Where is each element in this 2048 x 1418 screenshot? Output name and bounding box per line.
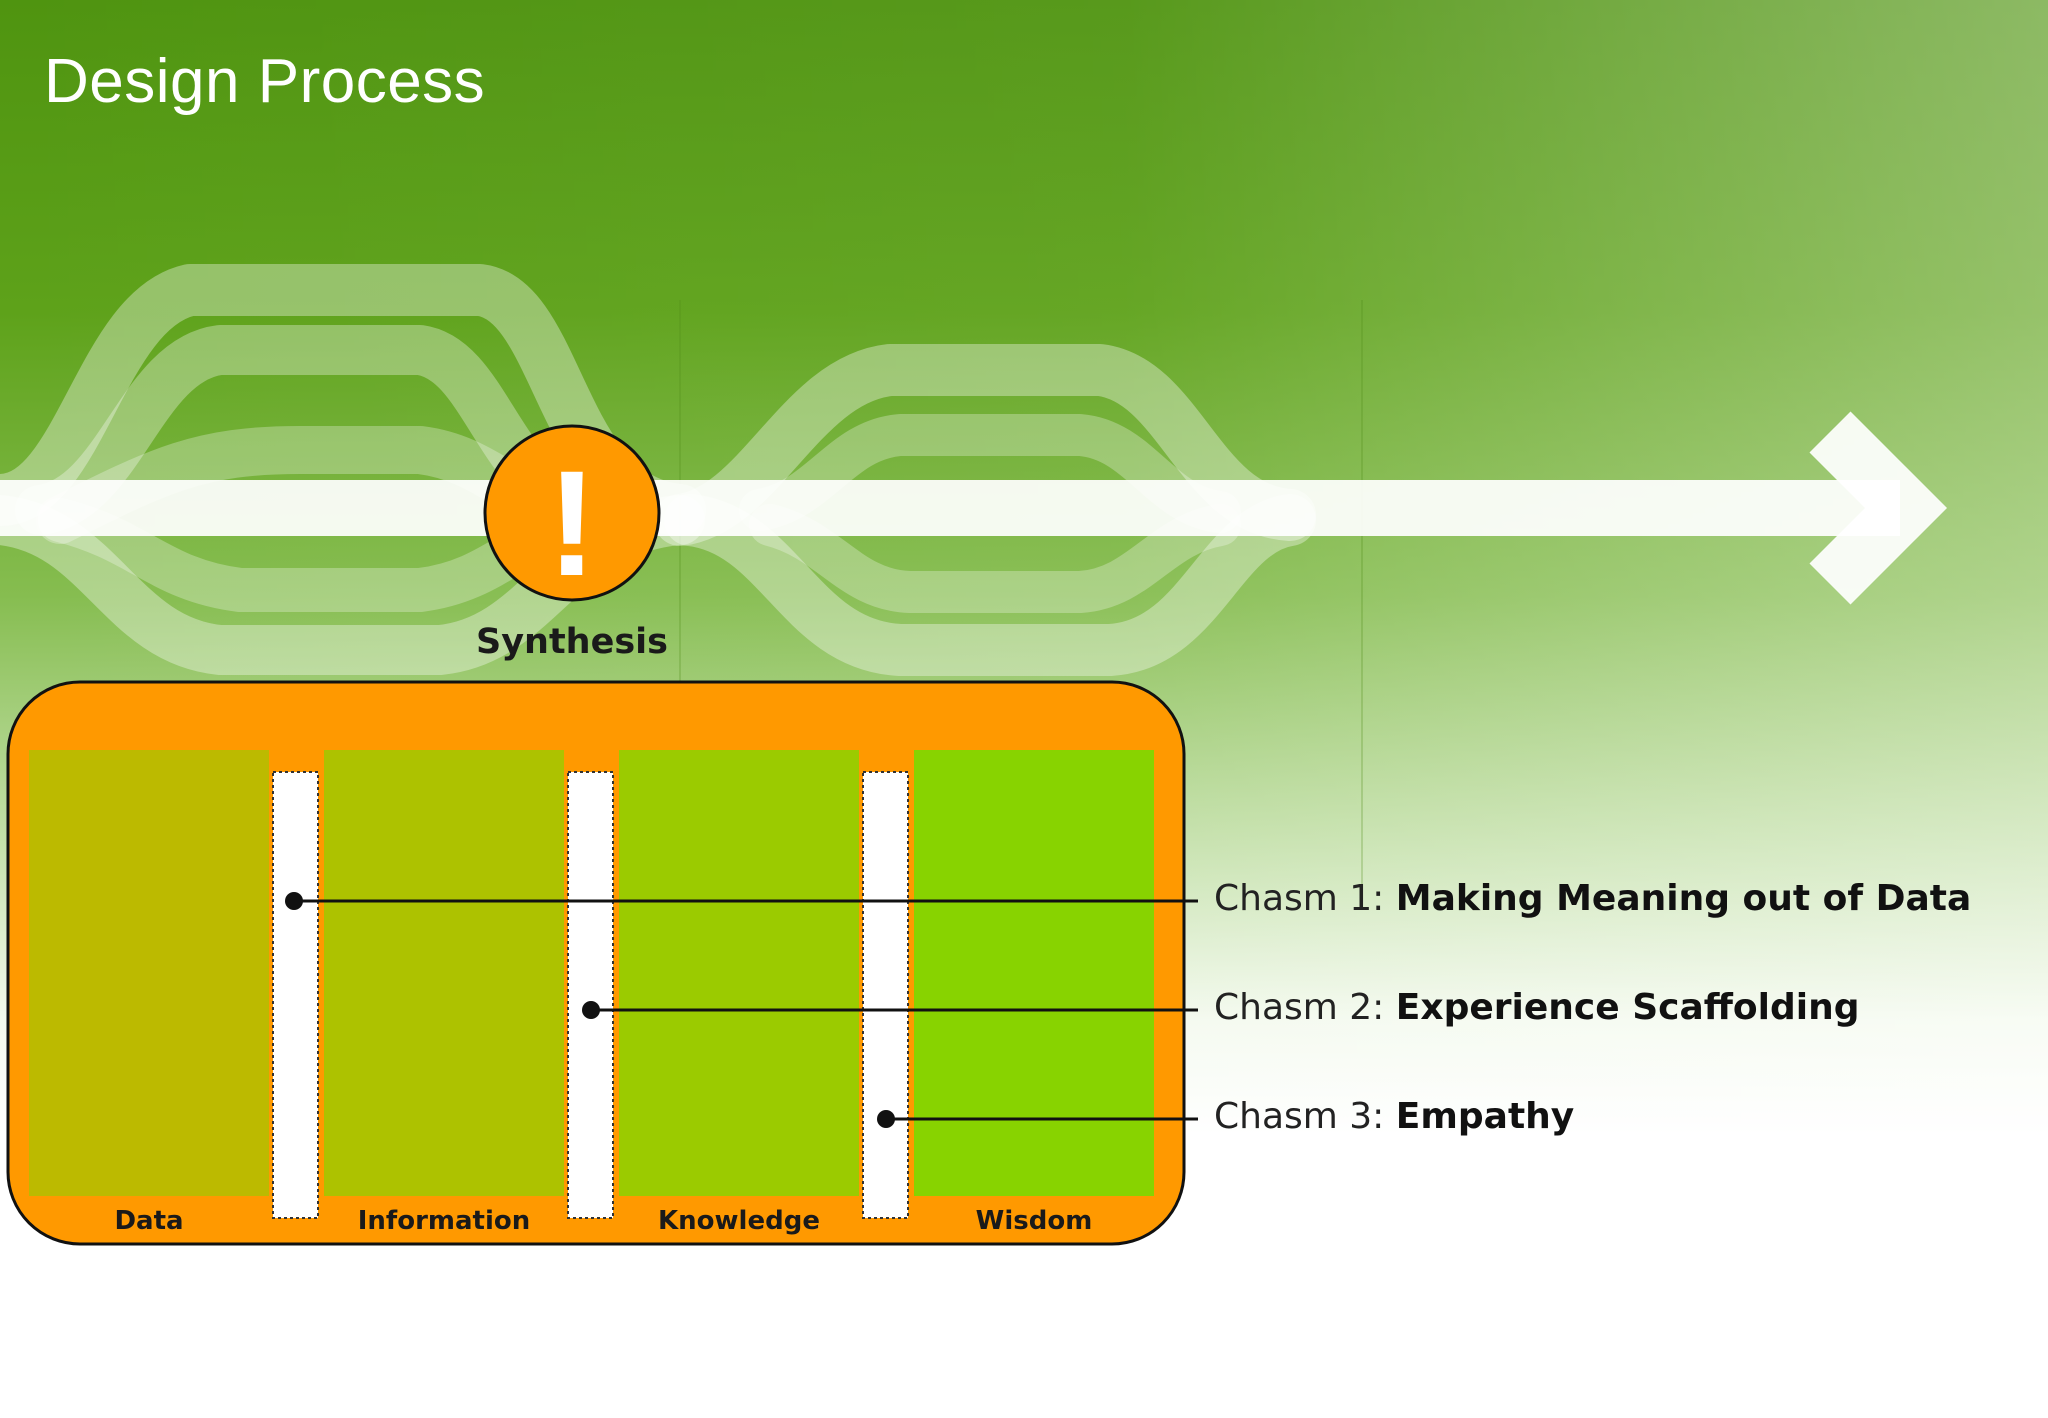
stage-label-wisdom: Wisdom [975, 1206, 1093, 1236]
chasm-1-dot [285, 892, 303, 910]
stage-label-information: Information [357, 1206, 531, 1236]
chasm-2-caption: Chasm 2: Experience Scaffolding [1214, 987, 1860, 1028]
stage-block-knowledge [619, 750, 859, 1196]
stage-block-data [29, 750, 269, 1196]
chasm-1-name: Making Meaning out of Data [1395, 878, 1972, 919]
stage-label-data: Data [114, 1206, 184, 1236]
chasm-gap-2 [567, 771, 614, 1219]
chasm-leaders [294, 899, 1198, 1121]
chasm-3-prefix: Chasm 3: [1214, 1096, 1385, 1137]
chasm-2-dot [582, 1001, 600, 1019]
stage-block-information [324, 750, 564, 1196]
chasm-3-dot [877, 1110, 895, 1128]
chasm-2-prefix: Chasm 2: [1214, 987, 1385, 1028]
stage-block-wisdom [914, 750, 1154, 1196]
chasm-1-prefix: Chasm 1: [1214, 878, 1385, 919]
chasm-2-name: Experience Scaffolding [1395, 987, 1860, 1028]
synthesis-label: Synthesis [476, 622, 668, 662]
slide-title: Design Process [44, 47, 486, 116]
process-arrow [0, 411, 1948, 605]
chasm-3-caption: Chasm 3: Empathy [1214, 1096, 1574, 1137]
synthesis-exclamation-icon: ! [483, 424, 661, 607]
chasm-3-name: Empathy [1395, 1096, 1575, 1137]
stage-label-knowledge: Knowledge [658, 1206, 820, 1236]
chasm-1-caption: Chasm 1: Making Meaning out of Data [1214, 878, 1971, 919]
chasm-gap-3 [862, 771, 909, 1219]
chasm-gap-1 [272, 771, 319, 1219]
synthesis-icon-glyph: ! [547, 439, 597, 607]
